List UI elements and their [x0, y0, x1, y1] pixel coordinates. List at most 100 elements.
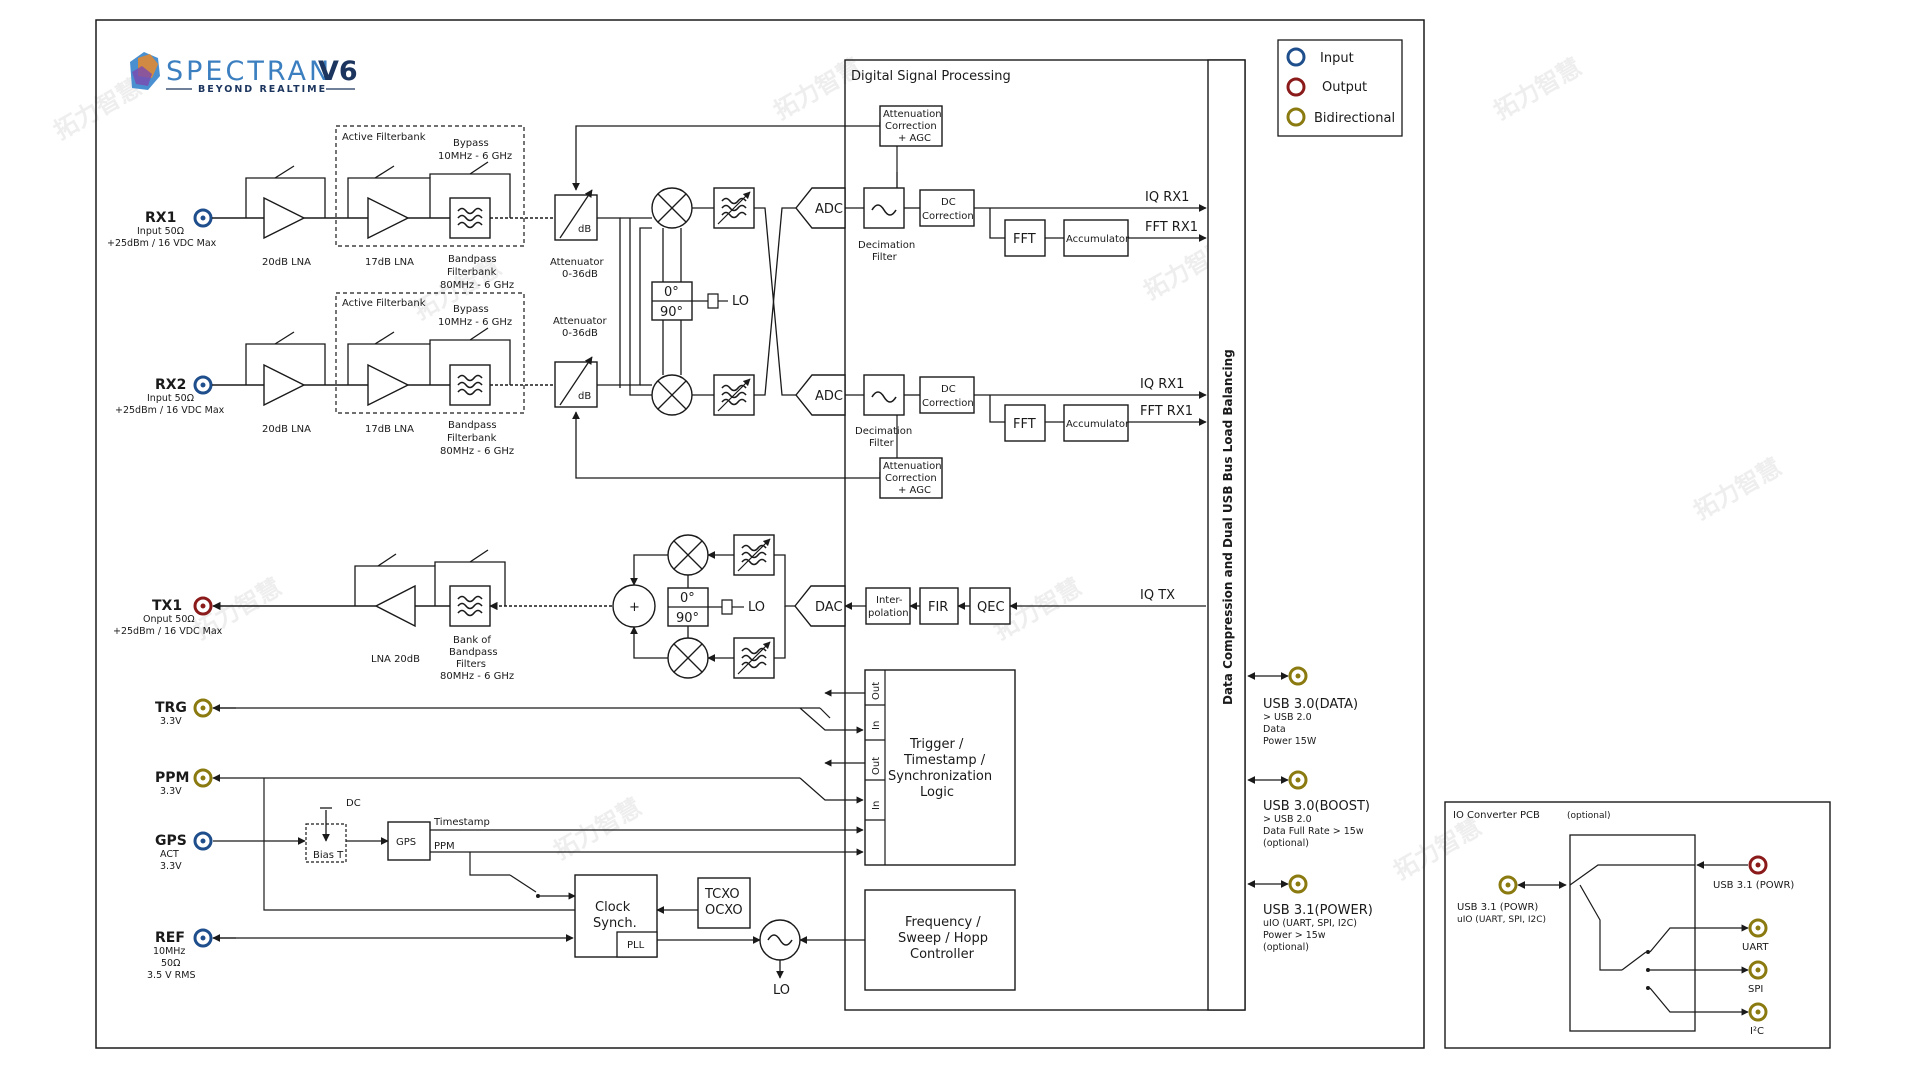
ref-line2: 50Ω [161, 958, 180, 969]
tx-bank-label1: Bank of [453, 635, 491, 646]
rx2-accumulator [1063, 404, 1129, 442]
freq-label1: Frequency / [905, 915, 981, 930]
bus-label: Data Compression and Dual USB Bus Load B… [1221, 349, 1235, 705]
rx-mixers: 0° 90° LO [651, 187, 796, 416]
rx2-lna1-amp-icon [263, 363, 306, 407]
rx2-attenuator-range: 0-36dB [562, 328, 598, 339]
rx2-bandpass-box [449, 364, 491, 406]
rx1-dc-correction [919, 189, 975, 227]
rx1-bandpass-label2: Filterbank [447, 267, 497, 278]
freq-label3: Controller [910, 947, 975, 962]
brand-tagline: BEYOND REALTIME [198, 84, 327, 95]
io-usb-right-label: USB 3.1 (POWR) [1713, 880, 1794, 891]
legend-input-label: Input [1320, 51, 1354, 66]
ppm-name: PPM [155, 770, 189, 786]
tx1-port: TX1 Onput 50Ω +25dBm / 16 VDC Max [113, 596, 223, 637]
rx1-lna2-amp-icon [367, 196, 410, 240]
rx1-bypass-label: Bypass [453, 138, 489, 149]
rx1-dc-label2: Correction [922, 211, 974, 222]
rx1-fft-label-a: FFT RX1 [1145, 220, 1198, 235]
rx2-lna1-label: 20dB LNA [262, 424, 311, 435]
rx1-bypass-range: 10MHz - 6 GHz [438, 151, 512, 162]
rx1-line2: +25dBm / 16 VDC Max [107, 238, 217, 249]
rx1-agc-label1: Attenuation [883, 109, 942, 120]
gps-ppm-label: PPM [434, 841, 455, 852]
usb-power-name: USB 3.1(POWER) [1263, 903, 1373, 918]
oscillator-lo-label: LO [773, 983, 790, 998]
brand-version: V6 [318, 56, 358, 87]
rx2-dc-correction [919, 376, 975, 414]
tcxo-label: TCXO [704, 887, 740, 902]
tx1-name: TX1 [152, 598, 182, 614]
rx1-agc-block [879, 105, 943, 147]
io-usb-left-sub: uIO (UART, SPI, I2C) [1457, 915, 1546, 925]
io-pcb-title: IO Converter PCB [1453, 810, 1540, 821]
bias-t-dc: DC [346, 798, 361, 809]
trigger-label1: Trigger / [909, 737, 964, 752]
rx1-agc-label2: Correction [885, 121, 937, 132]
brand-logo: SPECTRAN V6 BEYOND REALTIME [130, 52, 358, 95]
frequency-controller [864, 889, 1016, 991]
tx-lna-label: LNA 20dB [371, 654, 420, 665]
ref-name: REF [155, 930, 185, 946]
ocxo-label: OCXO [705, 903, 743, 918]
tx-qec-label: QEC [977, 600, 1005, 615]
trg-port: TRG 3.3V [155, 698, 213, 727]
clock-section: GPS ACT 3.3V Bias T DC GPS Timestamp PPM… [147, 798, 1016, 998]
watermark: 拓力智慧 [49, 73, 146, 145]
watermark: 拓力智慧 [769, 53, 866, 125]
usb-data-name: USB 3.0(DATA) [1263, 697, 1358, 712]
rx2-chain: RX2 Input 50Ω +25dBm / 16 VDC Max 20dB L… [115, 227, 881, 479]
usb-power-l3: (optional) [1263, 942, 1309, 953]
tx-lo-label: LO [748, 600, 765, 615]
rx2-filterbank [335, 292, 525, 414]
usb-data-l2: Data [1263, 724, 1286, 735]
tx-interp-label2: polation [868, 608, 909, 619]
pll-label: PLL [627, 940, 645, 951]
rx1-lna1-label: 20dB LNA [262, 257, 311, 268]
trigger-label3: Synchronization [888, 769, 992, 784]
rx2-bypass-range: 10MHz - 6 GHz [438, 317, 512, 328]
rx1-filterbank-title: Active Filterbank [342, 132, 426, 143]
rx1-chain: RX1 Input 50Ω +25dBm / 16 VDC Max 20dB L… [107, 122, 881, 396]
trigger-section: Out In Out In Trigger / Timestamp / Sync… [155, 669, 1016, 911]
rx2-agc-label3: + AGC [898, 485, 931, 496]
rx1-filterbank [335, 125, 525, 247]
rx2-bypass-label: Bypass [453, 304, 489, 315]
gps-receiver [387, 821, 431, 861]
rx2-attenuator-box [554, 361, 598, 408]
ref-port: REF 10MHz 50Ω 3.5 V RMS [147, 928, 213, 981]
watermark: 拓力智慧 [1689, 453, 1786, 525]
dsp-rx2: ADC Decimation Filter DC Correction Atte… [795, 374, 1207, 499]
rx1-attenuator-box [554, 194, 598, 241]
rx1-decimation-filter-icon [871, 204, 897, 216]
legend-output-label: Output [1322, 80, 1367, 95]
ppm-line1: 3.3V [160, 786, 182, 797]
main-frame [95, 19, 1425, 1049]
tx-bank-label2: Bandpass [449, 647, 498, 658]
rx2-decimation-filter [863, 374, 905, 416]
gps-name: GPS [155, 833, 187, 849]
rx1-line1: Input 50Ω [137, 226, 184, 237]
io-converter-pcb: IO Converter PCB (optional) USB 3.1 (POW… [1444, 801, 1831, 1049]
tx-summer-label: + [629, 600, 640, 615]
tx-bandpass-box [449, 585, 491, 627]
rx-phase-90: 90° [660, 305, 683, 320]
freq-label2: Sweep / Hopp [898, 931, 988, 946]
tcxo-ocxo-block [697, 877, 751, 929]
watermark: 拓力智慧 [1489, 53, 1586, 125]
rx2-lna2-amp-icon [367, 363, 410, 407]
rx2-accumulator-label: Accumulator [1066, 419, 1130, 430]
rx1-decim-label1: Decimation [858, 240, 915, 251]
io-pcb-title-note: (optional) [1567, 811, 1611, 821]
rx1-fft-label: FFT [1013, 232, 1036, 247]
rx2-fft [1004, 404, 1046, 442]
rx-lo-label: LO [732, 294, 749, 309]
usb-data-l3: Power 15W [1263, 736, 1317, 747]
usb-power-l2: Power > 15w [1263, 930, 1326, 941]
usb-boost-l2: Data Full Rate > 15w [1263, 826, 1364, 837]
legend-bidirectional-label: Bidirectional [1314, 111, 1395, 126]
legend-input-icon [1286, 47, 1306, 67]
rx2-bandpass-label1: Bandpass [448, 420, 497, 431]
